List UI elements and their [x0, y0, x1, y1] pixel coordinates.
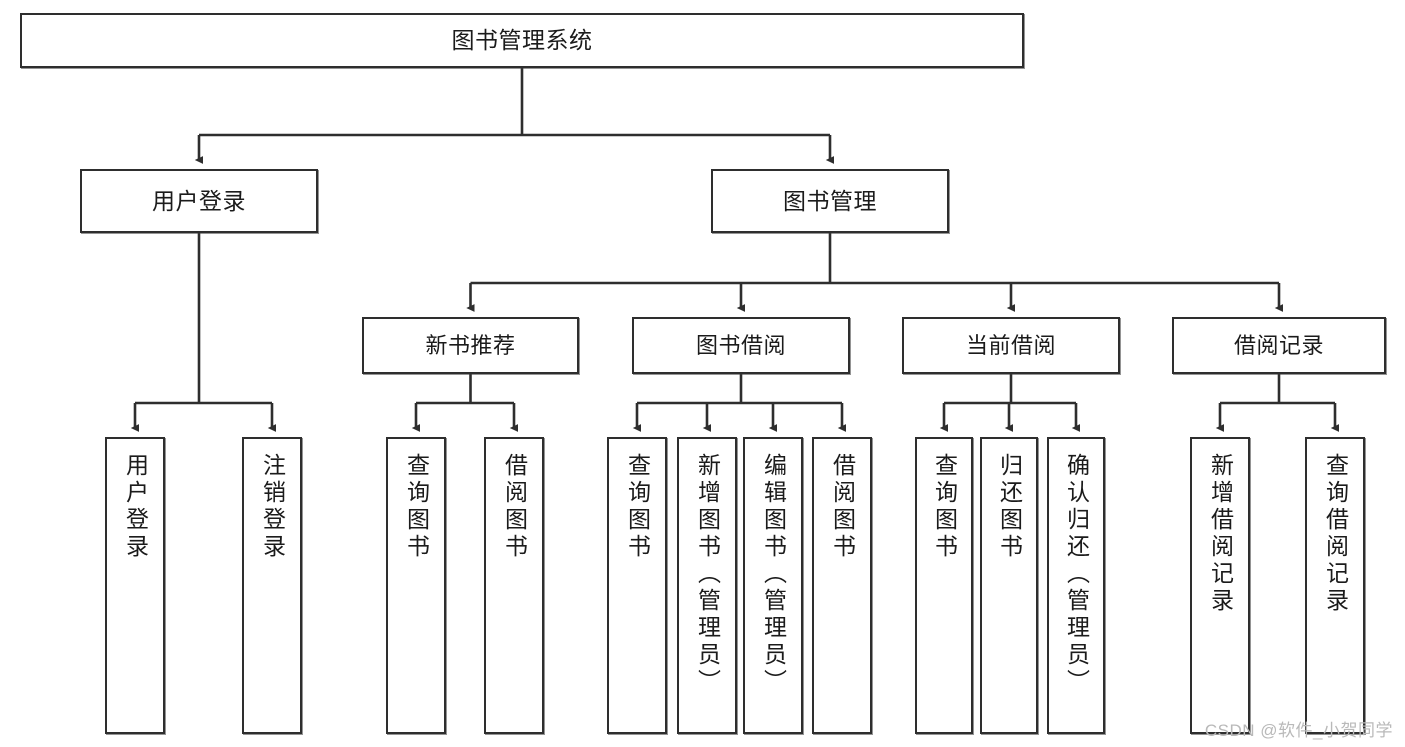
node-label: 新增图书（管理员） [694, 453, 721, 696]
node-label: 借阅图书 [829, 453, 856, 561]
node-leaf-query-book-3[interactable]: 查询图书 [915, 437, 973, 734]
node-label: 注销登录 [259, 453, 286, 561]
node-leaf-query-record[interactable]: 查询借阅记录 [1305, 437, 1365, 734]
node-book-borrow[interactable]: 图书借阅 [632, 317, 850, 374]
node-current-borrow[interactable]: 当前借阅 [902, 317, 1120, 374]
node-label: 查询图书 [403, 453, 430, 561]
node-label: 当前借阅 [965, 332, 1056, 358]
node-leaf-query-book-1[interactable]: 查询图书 [386, 437, 446, 734]
node-leaf-user-logout[interactable]: 注销登录 [242, 437, 302, 734]
node-leaf-return-book[interactable]: 归还图书 [980, 437, 1038, 734]
node-label: 图书借阅 [695, 332, 786, 358]
node-label: 借阅图书 [501, 453, 528, 561]
node-leaf-user-login[interactable]: 用户登录 [105, 437, 165, 734]
edge-group [130, 68, 1340, 432]
node-label: 归还图书 [996, 453, 1023, 561]
node-leaf-add-book[interactable]: 新增图书（管理员） [677, 437, 737, 734]
node-label: 新书推荐 [425, 332, 516, 358]
node-label: 借阅记录 [1233, 332, 1324, 358]
node-leaf-add-record[interactable]: 新增借阅记录 [1190, 437, 1250, 734]
node-label: 新增借阅记录 [1207, 453, 1234, 615]
node-user-login[interactable]: 用户登录 [80, 169, 318, 233]
node-leaf-borrow-book-2[interactable]: 借阅图书 [812, 437, 872, 734]
node-borrow-record[interactable]: 借阅记录 [1172, 317, 1386, 374]
node-leaf-borrow-book-1[interactable]: 借阅图书 [484, 437, 544, 734]
node-label: 用户登录 [152, 187, 246, 214]
node-label: 查询借阅记录 [1322, 453, 1349, 615]
node-label: 用户登录 [122, 453, 149, 561]
node-new-book-rec[interactable]: 新书推荐 [362, 317, 579, 374]
node-leaf-confirm-return[interactable]: 确认归还（管理员） [1047, 437, 1105, 734]
node-label: 查询图书 [931, 453, 958, 561]
node-label: 图书管理系统 [451, 27, 593, 54]
node-label: 图书管理 [783, 187, 877, 214]
node-leaf-edit-book[interactable]: 编辑图书（管理员） [743, 437, 803, 734]
node-label: 查询图书 [624, 453, 651, 561]
node-leaf-query-book-2[interactable]: 查询图书 [607, 437, 667, 734]
node-book-admin[interactable]: 图书管理 [711, 169, 949, 233]
node-label: 编辑图书（管理员） [760, 453, 787, 696]
node-root[interactable]: 图书管理系统 [20, 13, 1024, 68]
node-label: 确认归还（管理员） [1063, 453, 1090, 696]
